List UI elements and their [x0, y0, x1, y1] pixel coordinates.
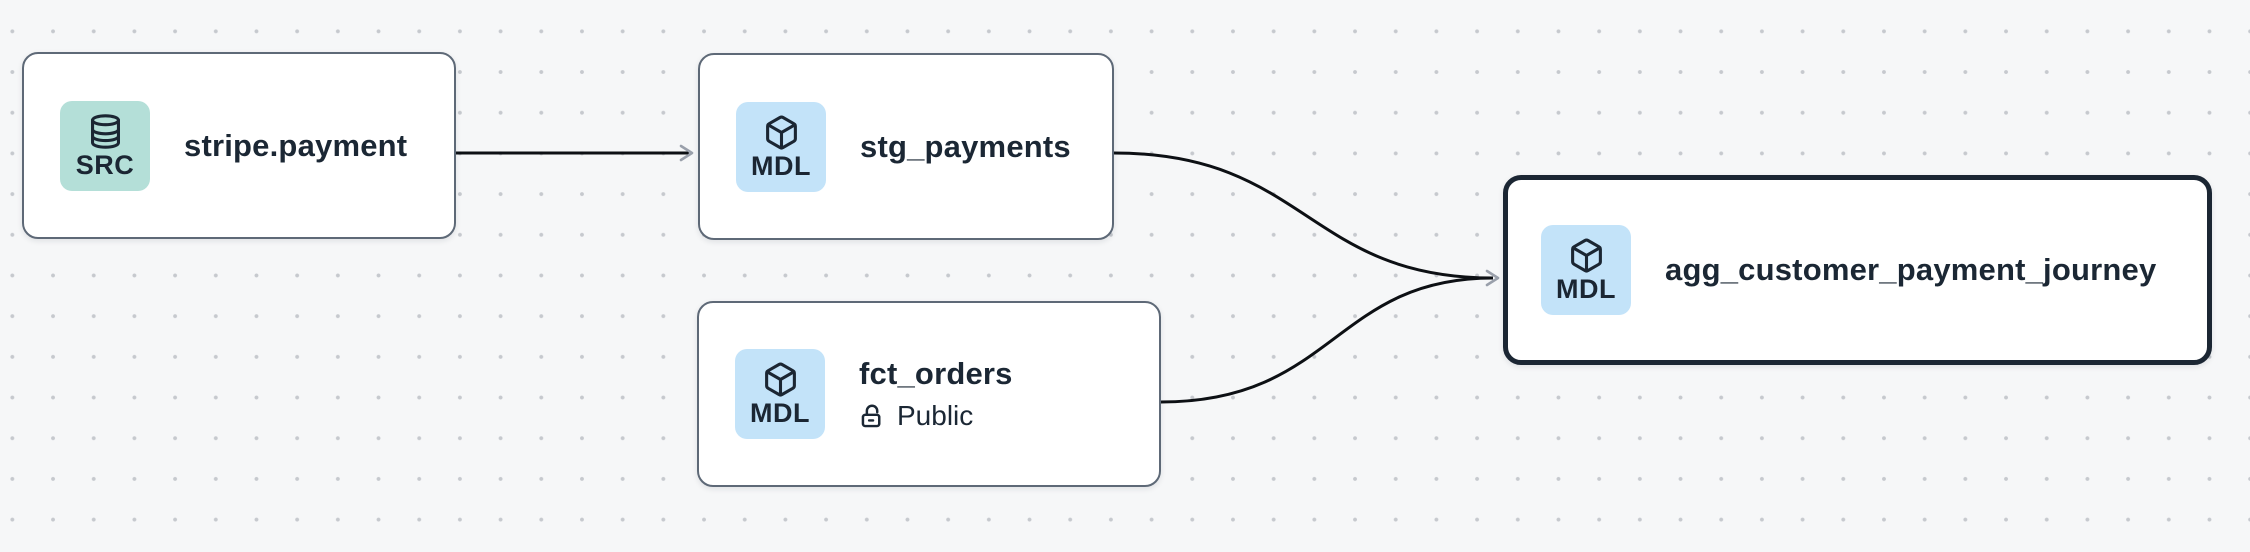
- badge-label: MDL: [751, 150, 811, 181]
- database-icon: [87, 111, 124, 150]
- model-type-badge: MDL: [1541, 225, 1631, 315]
- node-title: stripe.payment: [184, 127, 408, 163]
- badge-label: SRC: [75, 149, 135, 180]
- unlocked-padlock-icon: [859, 403, 886, 430]
- box-icon: [762, 359, 799, 398]
- badge-label: MDL: [1556, 274, 1616, 305]
- model-type-badge: MDL: [736, 101, 826, 192]
- node-title: agg_customer_payment_journey: [1665, 252, 2157, 288]
- arrowhead-icon: [1485, 269, 1500, 287]
- edge-fct-orders-to-agg-customer-payment-journey[interactable]: [1160, 276, 1494, 404]
- box-icon: [763, 112, 800, 151]
- badge-label: MDL: [750, 398, 810, 429]
- access-level-row: Public: [859, 399, 1013, 432]
- node-fct-orders[interactable]: MDL fct_orders Public: [697, 301, 1161, 487]
- edge-stg-payments-to-agg-customer-payment-journey[interactable]: [1113, 151, 1494, 280]
- source-type-badge: SRC: [60, 100, 150, 191]
- model-type-badge: MDL: [735, 349, 825, 439]
- arrowhead-icon: [679, 144, 694, 162]
- node-title: fct_orders: [859, 356, 1013, 392]
- node-agg-customer-payment-journey[interactable]: MDL agg_customer_payment_journey: [1503, 175, 2212, 365]
- node-stg-payments[interactable]: MDL stg_payments: [698, 53, 1114, 240]
- node-title: stg_payments: [860, 128, 1071, 164]
- node-stripe-payment[interactable]: SRC stripe.payment: [22, 52, 456, 239]
- box-icon: [1568, 235, 1605, 274]
- access-level-label: Public: [897, 399, 974, 431]
